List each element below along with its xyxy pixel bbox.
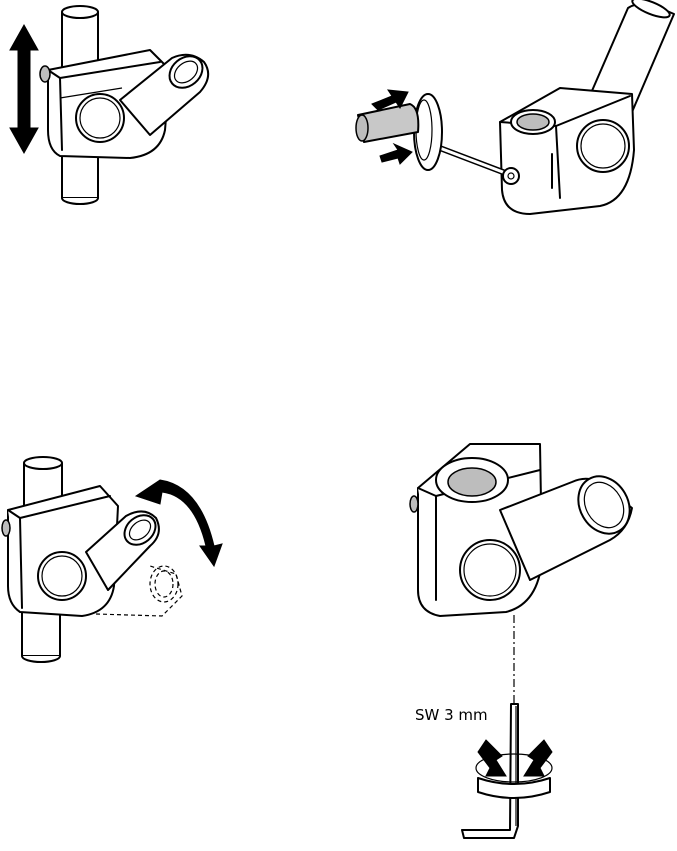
side-screw <box>2 520 10 536</box>
hex-key-size-label: SW 3 mm <box>415 706 488 724</box>
clamp-block <box>500 88 634 214</box>
side-screw <box>40 66 50 82</box>
vertical-double-arrow-icon <box>10 25 38 153</box>
panel-hex-key <box>410 444 640 838</box>
panel-adjust-height <box>10 6 209 204</box>
panel-tighten-knob <box>356 0 674 214</box>
side-screw <box>410 496 418 512</box>
panel-rotate-arm <box>2 457 222 662</box>
